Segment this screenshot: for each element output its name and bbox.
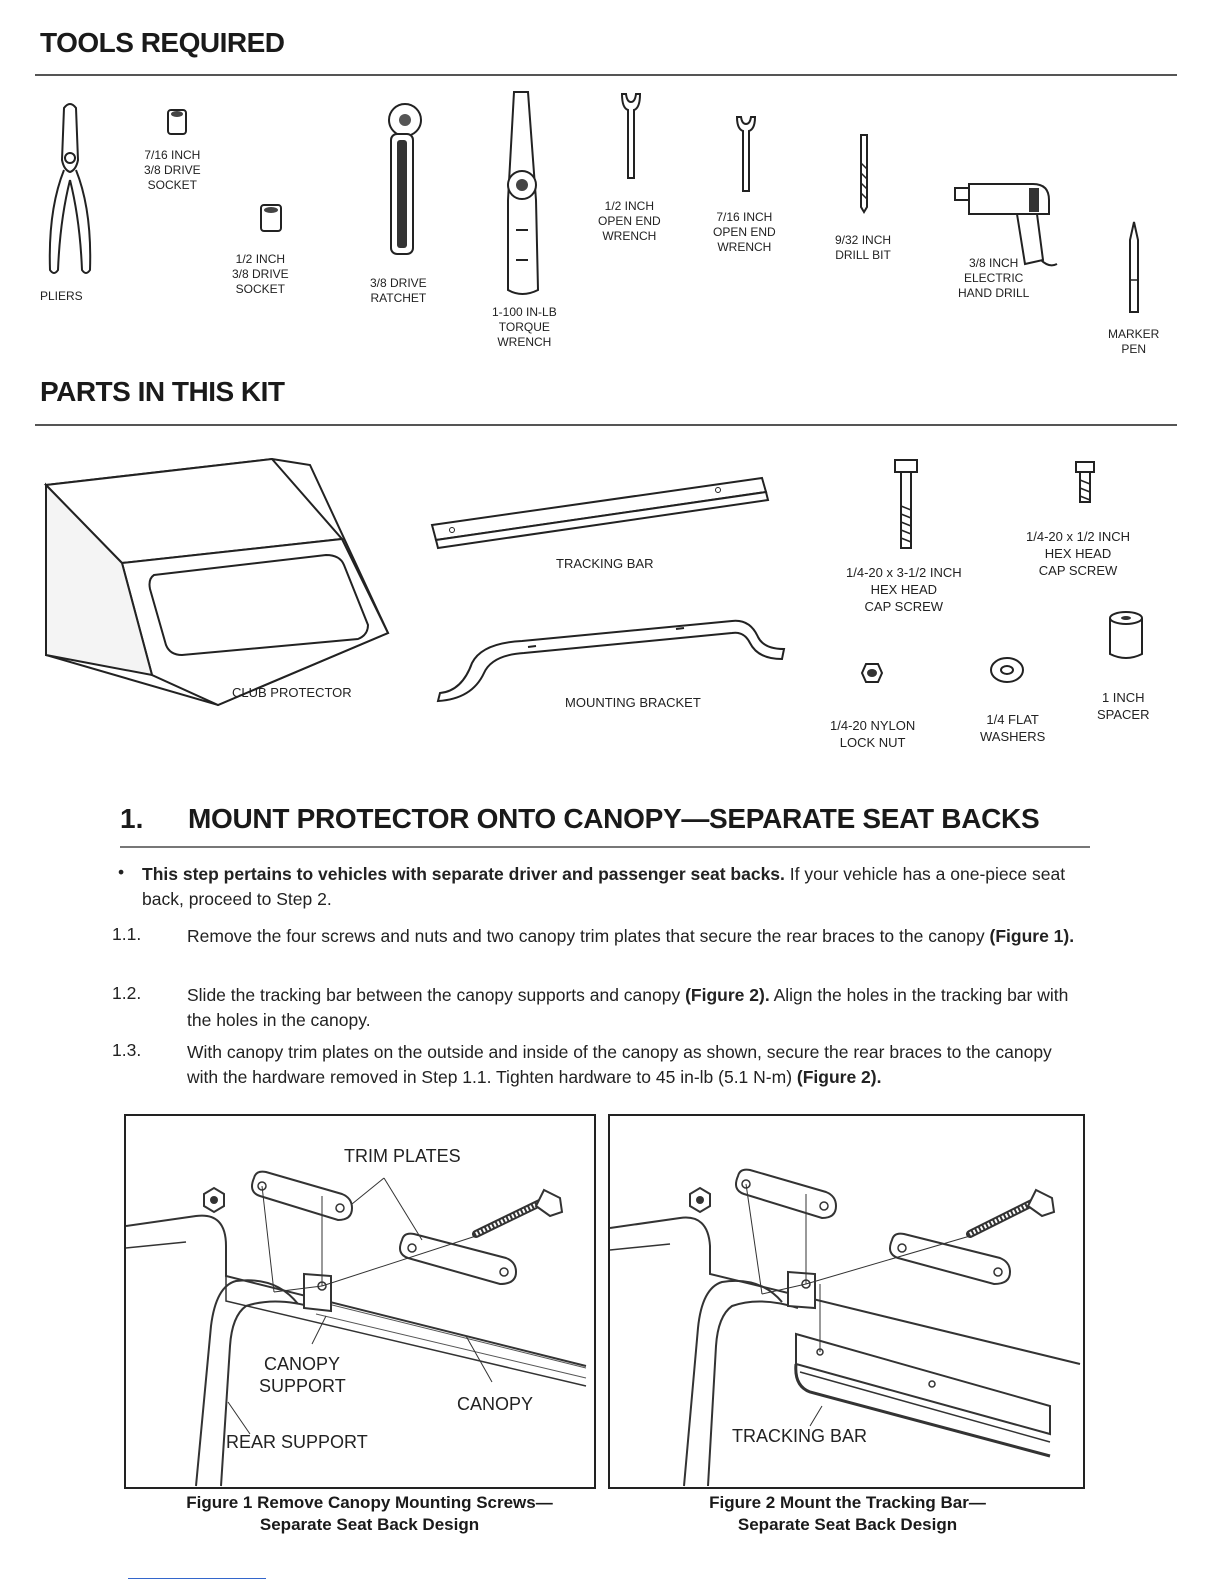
figure-1: TRIM PLATES CANOPY SUPPORT CANOPY REAR S… (124, 1114, 596, 1489)
substep-2-number: 1.2. (112, 983, 142, 1003)
substep-3-text: With canopy trim plates on the outside a… (187, 1042, 1052, 1087)
parts-heading: PARTS IN THIS KIT (40, 376, 285, 407)
step-number: 1. (120, 803, 144, 834)
footer-link-line (128, 1578, 266, 1579)
canopy-support-label-line2: SUPPORT (259, 1376, 346, 1396)
figure-2-drawing (609, 1168, 1081, 1487)
spacer-icon (1109, 611, 1143, 659)
short-cap-screw-icon (1075, 461, 1095, 503)
substep-1-text: Remove the four screws and nuts and two … (187, 926, 1075, 946)
rear-support-label: REAR SUPPORT (226, 1432, 368, 1452)
flat-washer-icon (990, 657, 1024, 683)
pliers-icon (48, 103, 92, 274)
tracking-bar-label: TRACKING BAR (556, 556, 654, 571)
figure-1-drawing (125, 1170, 587, 1487)
tracking-bar-figure-label: TRACKING BAR (732, 1426, 868, 1446)
ratchet-icon (388, 103, 422, 255)
mounting-bracket-label: MOUNTING BRACKET (565, 695, 701, 710)
open-end-wrench-716-icon (735, 116, 757, 192)
marker-pen-icon (1129, 221, 1139, 313)
step-intro: This step pertains to vehicles with sepa… (142, 864, 1066, 909)
trim-plates-label: TRIM PLATES (344, 1146, 461, 1166)
figure-2-caption: Figure 2 Mount the Tracking Bar—Separate… (709, 1493, 986, 1534)
step-rule (120, 846, 1090, 848)
socket-12-icon (260, 204, 282, 232)
step-title: MOUNT PROTECTOR ONTO CANOPY—SEPARATE SEA… (188, 803, 1040, 834)
open-end-wrench-12-icon (620, 93, 642, 179)
torque-wrench-icon (507, 91, 540, 295)
substep-3-number: 1.3. (112, 1040, 142, 1060)
substep-1-number: 1.1. (112, 924, 142, 944)
lock-nut-icon (860, 663, 884, 683)
club-protector-label: CLUB PROTECTOR (232, 685, 352, 700)
pliers-label: PLIERS (40, 289, 83, 303)
canopy-support-label-line1: CANOPY (264, 1354, 341, 1374)
figure-1-caption: Figure 1 Remove Canopy Mounting Screws—S… (186, 1493, 553, 1534)
drill-bit-icon (860, 134, 868, 214)
mounting-bracket-drawing (436, 619, 786, 703)
figure-2: TRACKING BAR (608, 1114, 1085, 1489)
bullet: • (118, 862, 125, 882)
tools-rule (35, 74, 1177, 76)
tools-heading: TOOLS REQUIRED (40, 27, 285, 58)
tracking-bar-drawing (430, 476, 770, 550)
electric-drill-icon (954, 183, 1058, 267)
long-cap-screw-icon (894, 459, 918, 549)
parts-rule (35, 424, 1177, 426)
socket-716-icon (167, 109, 187, 135)
club-protector-drawing (43, 457, 390, 707)
substep-2-text: Slide the tracking bar between the canop… (187, 985, 1069, 1030)
canopy-label: CANOPY (457, 1394, 534, 1414)
